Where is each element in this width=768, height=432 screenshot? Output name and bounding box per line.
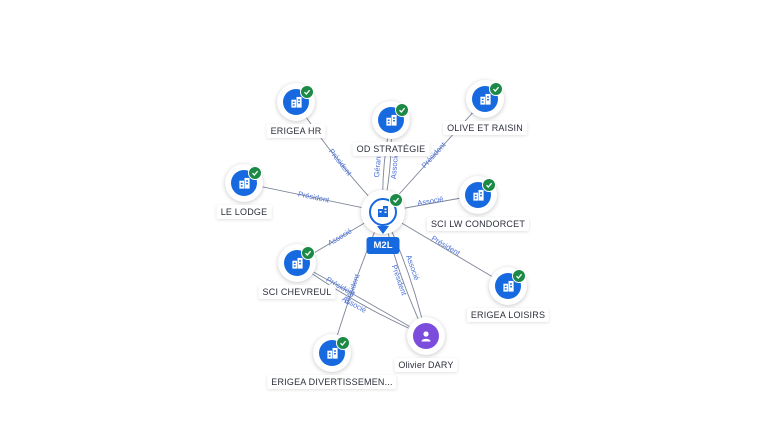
pin-tip-icon xyxy=(377,226,389,234)
node-label: ERIGEA LOISIRS xyxy=(466,308,550,322)
node-label: OLIVE ET RAISIN xyxy=(443,121,527,135)
edge-label: Associé xyxy=(417,194,444,207)
verified-check-icon xyxy=(389,193,403,207)
verified-check-icon xyxy=(301,246,315,260)
edge-label: Président xyxy=(430,234,463,258)
node-label: ERIGEA HR xyxy=(266,124,326,138)
node-label: SCI LW CONDORCET xyxy=(426,217,530,231)
verified-check-icon xyxy=(300,85,314,99)
node-label: SCI CHEVREUL xyxy=(258,285,336,299)
edge-label: Gérant xyxy=(372,153,383,178)
verified-check-icon xyxy=(395,103,409,117)
center-node-label: M2L xyxy=(366,237,400,254)
edge-label: Président xyxy=(297,189,331,204)
node-label: LE LODGE xyxy=(216,205,272,219)
edge-label: Associé xyxy=(326,226,353,247)
verified-check-icon xyxy=(248,166,262,180)
edge-label: Associé xyxy=(389,152,400,179)
edge-line xyxy=(296,262,427,337)
person-icon xyxy=(413,323,439,349)
verified-check-icon xyxy=(489,82,503,96)
edge-label: Associé xyxy=(404,254,421,282)
node-label: OD STRATÉGIE xyxy=(352,142,430,156)
verified-check-icon xyxy=(512,269,526,283)
node-label: ERIGEA DIVERTISSEMEN... xyxy=(267,375,397,389)
node-label: Olivier DARY xyxy=(394,358,458,372)
edge-label: Président xyxy=(327,147,354,178)
edge-label: Président xyxy=(390,264,409,298)
company-icon xyxy=(369,198,397,226)
verified-check-icon xyxy=(336,336,350,350)
verified-check-icon xyxy=(482,178,496,192)
